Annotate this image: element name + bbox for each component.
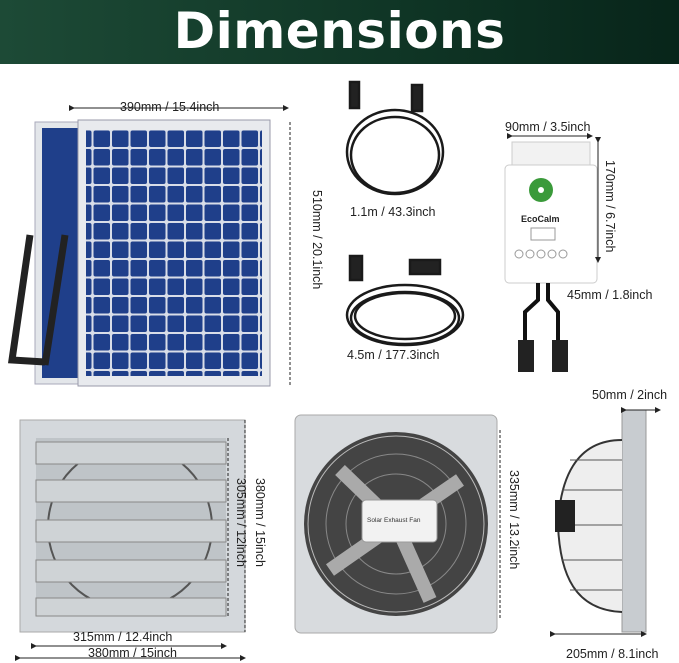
shutter-fan <box>19 419 246 633</box>
side-fan-total-depth-label: 205mm / 8.1inch <box>566 647 659 661</box>
controller-width-label: 90mm / 3.5inch <box>505 120 591 134</box>
shutter-outer-height-label: 380mm / 15inch <box>253 478 267 567</box>
side-fan <box>555 409 647 633</box>
controller-box: EcoCalm <box>504 141 598 372</box>
front-fan-height-label: 335mm / 13.2inch <box>507 470 521 570</box>
page-title: Dimensions <box>173 2 506 60</box>
front-fan: Solar Exhaust Fan <box>294 414 498 634</box>
panel-height-label: 510mm / 20.1inch <box>310 190 324 290</box>
shutter-outer-width-label: 380mm / 15inch <box>88 646 177 660</box>
panel-width-label: 390mm / 15.4inch <box>120 100 220 114</box>
fan-label-text: Solar Exhaust Fan <box>367 517 421 524</box>
cable-short <box>345 80 445 196</box>
side-fan-depth-label: 50mm / 2inch <box>592 388 668 402</box>
short-cable-label: 1.1m / 43.3inch <box>350 205 436 219</box>
header-banner <box>0 0 679 64</box>
cable-long <box>345 254 465 347</box>
controller-depth-label: 45mm / 1.8inch <box>567 288 653 302</box>
controller-brand-logo: EcoCalm <box>521 214 560 224</box>
solar-panel <box>7 119 271 387</box>
shutter-inner-width-label: 315mm / 12.4inch <box>73 630 173 644</box>
long-cable-label: 4.5m / 177.3inch <box>347 348 440 362</box>
shutter-inner-height-label: 305mm / 12inch <box>234 478 248 567</box>
controller-height-label: 170mm / 6.7inch <box>603 160 617 253</box>
